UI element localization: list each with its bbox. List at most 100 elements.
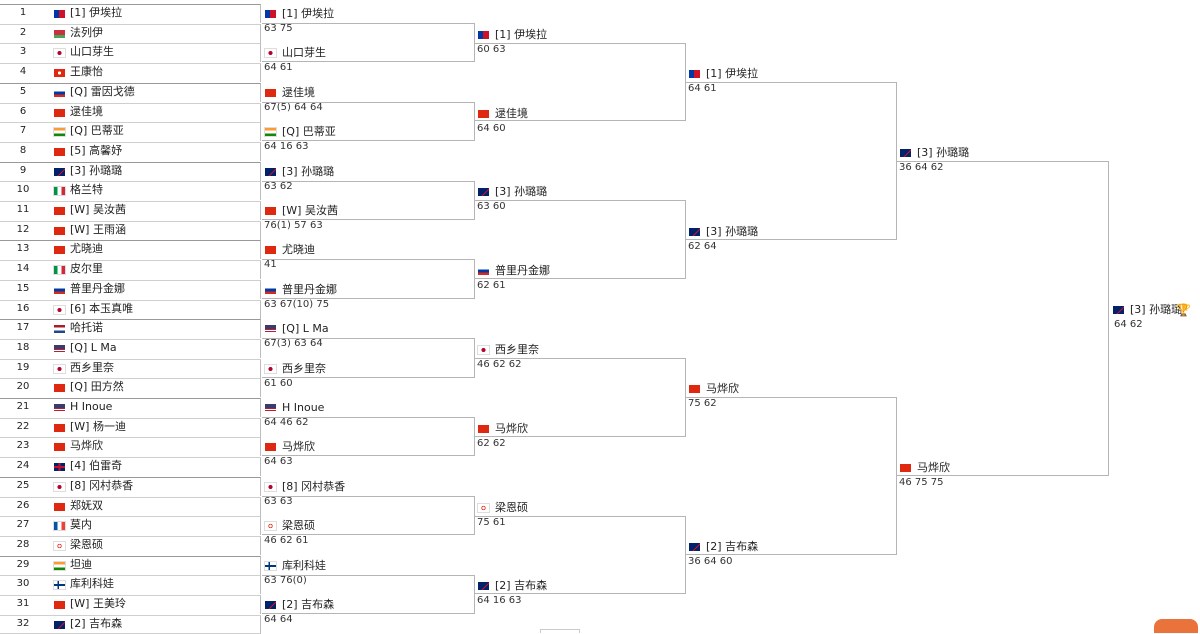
player-row[interactable] (0, 220, 261, 240)
match-score: 64 61 (688, 83, 717, 95)
seed-number: 31 (16, 598, 30, 609)
winner-name: [Q] L Ma (282, 322, 329, 336)
player-row[interactable] (0, 595, 261, 614)
player-row[interactable] (0, 279, 261, 299)
au-flag-icon (478, 582, 489, 591)
us-flag-icon (265, 325, 276, 334)
cn-flag-icon (54, 207, 65, 215)
in-flag-icon (264, 127, 277, 138)
seed-number: 24 (16, 460, 30, 472)
player-row[interactable] (0, 82, 261, 102)
us-flag-icon (54, 404, 65, 412)
player-row[interactable] (0, 535, 261, 555)
match-score: 63 67(10) 75 (264, 298, 330, 310)
winner-name: [1] 伊埃拉 (706, 67, 759, 81)
player-row[interactable] (0, 476, 261, 496)
ph-flag-icon (265, 10, 276, 18)
match-score: 75 62 (688, 398, 717, 410)
player-row[interactable] (0, 457, 261, 477)
player-row[interactable] (0, 496, 261, 516)
player-name: [4] 伯雷奇 (70, 459, 123, 473)
ru-flag-icon (54, 285, 65, 294)
seed-number: 6 (19, 105, 27, 117)
in-flag-icon (53, 560, 66, 571)
player-row[interactable] (0, 516, 261, 536)
player-row[interactable] (0, 102, 261, 122)
player-row[interactable] (0, 161, 261, 181)
winner-name: 山口芽生 (282, 46, 326, 60)
bracket-connector (686, 397, 897, 555)
player-name: 皮尔里 (70, 262, 103, 276)
match-score: 46 62 62 (477, 358, 522, 370)
player-row[interactable] (0, 181, 261, 201)
winner-name: 普里丹金娜 (495, 264, 550, 278)
it-flag-icon (53, 186, 66, 197)
player-row[interactable] (0, 417, 261, 437)
winner-name: 梁恩硕 (282, 519, 315, 533)
player-row[interactable] (0, 398, 261, 417)
player-name: 西乡里奈 (70, 360, 114, 374)
player-name: 格兰特 (70, 183, 103, 197)
seed-number: 28 (16, 538, 30, 550)
player-name: [W] 王雨涵 (70, 222, 126, 236)
winner-name: [3] 孙璐璐 (917, 145, 970, 159)
cn-flag-icon (54, 226, 65, 235)
it-flag-icon (53, 265, 66, 276)
seed-number: 1 (19, 7, 27, 18)
player-row[interactable] (0, 358, 261, 378)
winner-name: [1] 伊埃拉 (282, 7, 335, 20)
player-name: H Inoue (70, 400, 113, 413)
hk-flag-icon (54, 69, 65, 78)
bracket-connector (262, 101, 475, 142)
player-row[interactable] (0, 299, 261, 319)
seed-number: 4 (19, 66, 27, 78)
cn-flag-icon (478, 424, 489, 433)
bracket-connector (262, 259, 475, 299)
trophy-icon: 🏆 (1176, 302, 1191, 317)
seed-number: 22 (16, 420, 30, 432)
player-row[interactable] (0, 63, 261, 83)
seed-number: 27 (16, 519, 30, 531)
player-row[interactable] (0, 4, 261, 23)
seed-number: 14 (16, 263, 30, 275)
player-row[interactable] (0, 260, 261, 280)
player-name: 逯佳境 (70, 104, 103, 118)
winner-name: 马烨欣 (495, 421, 528, 435)
bracket-connector (262, 495, 475, 536)
player-row[interactable] (0, 437, 261, 457)
player-row[interactable] (0, 122, 261, 142)
player-name: 普里丹金娜 (70, 281, 125, 295)
bracket-connector (475, 357, 686, 437)
match-score: 64 16 63 (477, 595, 522, 607)
seed-number: 25 (16, 479, 30, 491)
seed-number: 3 (19, 46, 27, 58)
seed-number: 15 (16, 282, 30, 294)
match-score: 46 62 61 (264, 535, 309, 547)
bracket-connector (262, 338, 475, 378)
cn-flag-icon (54, 601, 65, 609)
player-row[interactable] (0, 23, 261, 43)
cn-flag-icon (54, 502, 65, 511)
player-name: 坦迪 (70, 557, 92, 571)
player-row[interactable] (0, 240, 261, 260)
bracket-connector (262, 417, 475, 457)
player-name: [Q] L Ma (70, 340, 117, 354)
seed-number: 26 (16, 499, 30, 511)
by-flag-icon (54, 29, 65, 38)
player-row[interactable] (0, 201, 261, 220)
player-row[interactable] (0, 141, 261, 161)
player-row[interactable] (0, 575, 261, 595)
champion-name: [3] 孙璐璐 (1130, 302, 1183, 316)
player-name: [Q] 雷因戈德 (70, 84, 135, 98)
player-row[interactable] (0, 555, 261, 575)
player-row[interactable] (0, 319, 261, 339)
winner-name: [3] 孙璐璐 (495, 185, 548, 199)
player-row[interactable] (0, 43, 261, 63)
player-name: 王康怡 (70, 65, 103, 79)
match-score: 67(5) 64 64 (264, 101, 323, 113)
winner-name: [2] 吉布森 (282, 598, 335, 611)
player-row[interactable] (0, 378, 261, 398)
seed-number: 32 (16, 617, 30, 629)
player-row[interactable] (0, 338, 261, 358)
